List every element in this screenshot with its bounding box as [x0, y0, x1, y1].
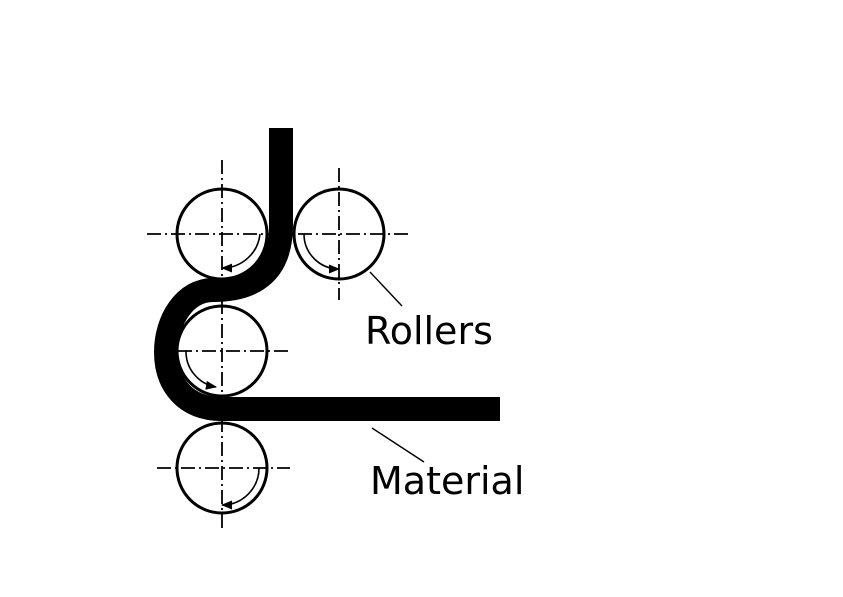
roller-top-left-circle [175, 187, 269, 281]
roller-top-right [292, 168, 410, 300]
roller-bottom [157, 418, 290, 528]
material-label: Material [370, 459, 524, 503]
roller-top-right-circle [292, 187, 386, 281]
roller-bottom-circle [175, 421, 269, 515]
roller-top-left [147, 160, 295, 292]
rotation-arrow-icon [185, 350, 218, 390]
rollers-leader-line [369, 271, 403, 307]
rotation-arrow-icon [303, 233, 341, 274]
material-leader-line [371, 427, 425, 463]
material-strip [153, 128, 500, 421]
rotation-arrow-icon [220, 467, 260, 510]
roller-middle-circle [175, 304, 269, 398]
rollers-label: Rollers [365, 309, 493, 353]
roller-middle [175, 300, 292, 400]
rotation-arrow-icon [220, 233, 261, 273]
